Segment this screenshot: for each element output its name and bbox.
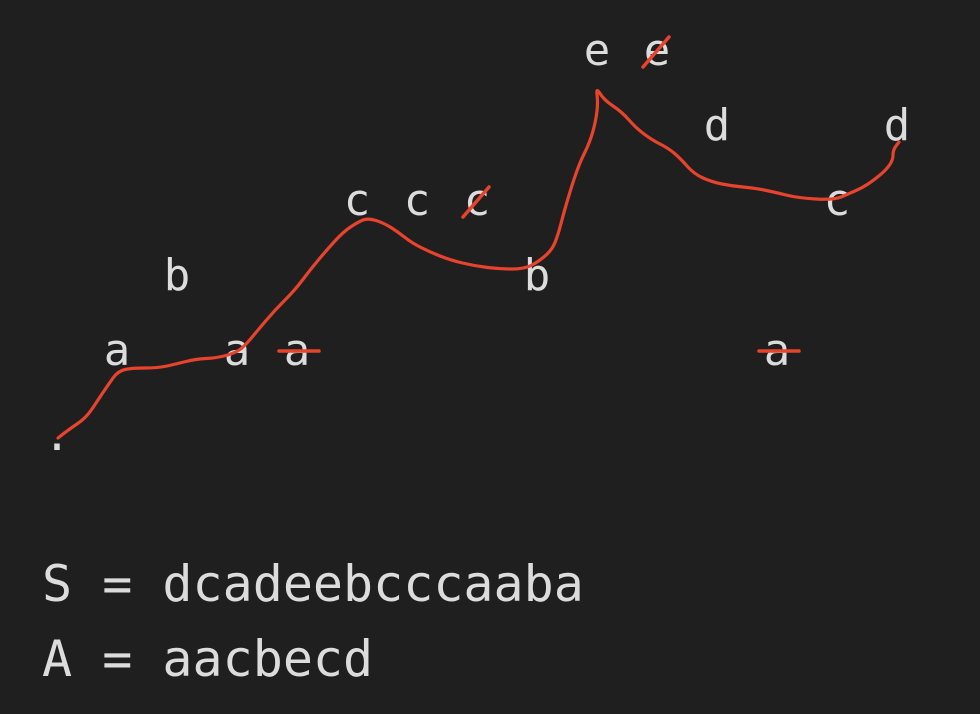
grid-letter-e: e	[584, 25, 611, 76]
s-sequence-line: S = dcadeebcccaaba	[42, 555, 584, 613]
lcs-path-line	[56, 88, 901, 440]
grid-letter-a: a	[104, 325, 131, 376]
start-marker: .	[44, 410, 71, 461]
grid-letter-b: b	[164, 250, 191, 301]
letter-grid: .abaacccbeedacd	[44, 25, 911, 461]
grid-letter-c: c	[404, 175, 431, 226]
grid-letter-b: b	[524, 250, 551, 301]
strike-mark	[641, 35, 671, 69]
strike-mark	[461, 185, 491, 219]
grid-letter-c: c	[344, 175, 371, 226]
grid-letter-d: d	[704, 100, 731, 151]
a-sequence-line: A = aacbecd	[42, 630, 373, 688]
path-layer	[56, 88, 901, 440]
